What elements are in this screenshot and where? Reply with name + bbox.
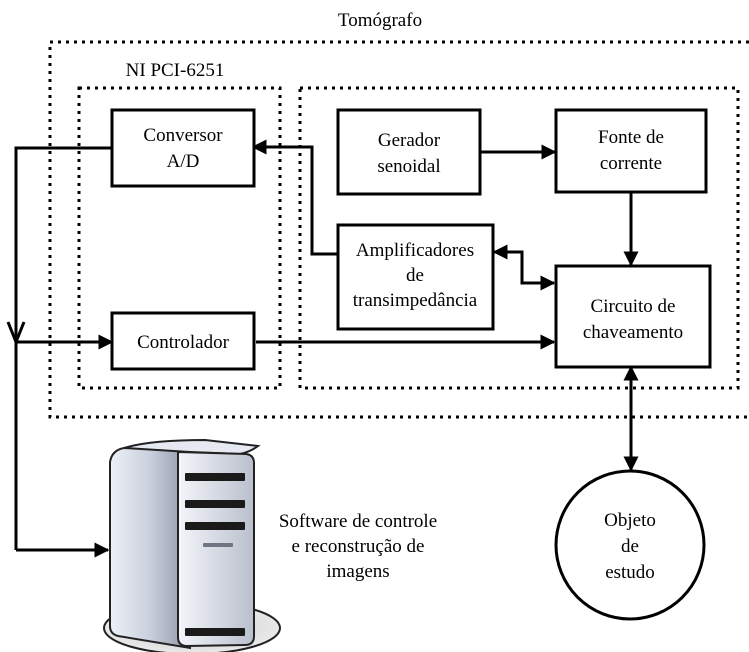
- tomografo-label: Tomógrafo: [338, 10, 422, 31]
- controlador-block: Controlador: [110, 311, 256, 371]
- svg-text:e reconstrução de: e reconstrução de: [292, 536, 425, 557]
- conversor-to-bus-line: [14, 146, 112, 550]
- svg-text:de: de: [621, 536, 639, 557]
- amplificadores-to-conversor-arrow: [251, 139, 338, 256]
- fonte-corrente-block: Fonte de corrente: [554, 108, 708, 194]
- svg-text:transimpedância: transimpedância: [353, 290, 478, 311]
- svg-text:Fonte de: Fonte de: [598, 127, 664, 148]
- svg-text:Software de controle: Software de controle: [279, 511, 437, 532]
- svg-text:Amplificadores: Amplificadores: [356, 240, 474, 261]
- svg-text:de: de: [406, 265, 424, 286]
- bus-split-mark: [6, 321, 26, 347]
- svg-text:corrente: corrente: [600, 153, 662, 174]
- amplificadores-block: Amplificadores de transimpedância: [336, 223, 495, 331]
- svg-text:Controlador: Controlador: [137, 332, 229, 353]
- tomografo-container: Tomógrafo: [48, 10, 749, 419]
- software-label: Software de controle e reconstrução de i…: [279, 511, 437, 582]
- conversor-ad-block: Conversor A/D: [110, 108, 256, 188]
- svg-text:senoidal: senoidal: [377, 156, 440, 177]
- svg-text:A/D: A/D: [167, 151, 200, 172]
- svg-text:estudo: estudo: [605, 562, 655, 583]
- svg-text:Circuito de: Circuito de: [591, 296, 676, 317]
- svg-text:chaveamento: chaveamento: [583, 322, 683, 343]
- ni-pci-label: NI PCI-6251: [126, 60, 225, 81]
- ni-pci-container: NI PCI-6251: [77, 60, 282, 390]
- computer-tower-icon: [103, 438, 281, 652]
- circuito-chaveamento-block: Circuito de chaveamento: [554, 264, 712, 369]
- svg-text:Objeto: Objeto: [604, 510, 656, 531]
- connections: [6, 139, 639, 558]
- svg-text:Conversor: Conversor: [143, 125, 223, 146]
- objeto-estudo-circle: Objeto de estudo: [554, 469, 706, 621]
- amplificadores-circuito-arrow: [492, 244, 556, 291]
- svg-text:Gerador: Gerador: [378, 130, 441, 151]
- svg-text:imagens: imagens: [326, 561, 389, 582]
- gerador-senoidal-block: Gerador senoidal: [336, 108, 482, 196]
- analog-section-container: [298, 86, 740, 390]
